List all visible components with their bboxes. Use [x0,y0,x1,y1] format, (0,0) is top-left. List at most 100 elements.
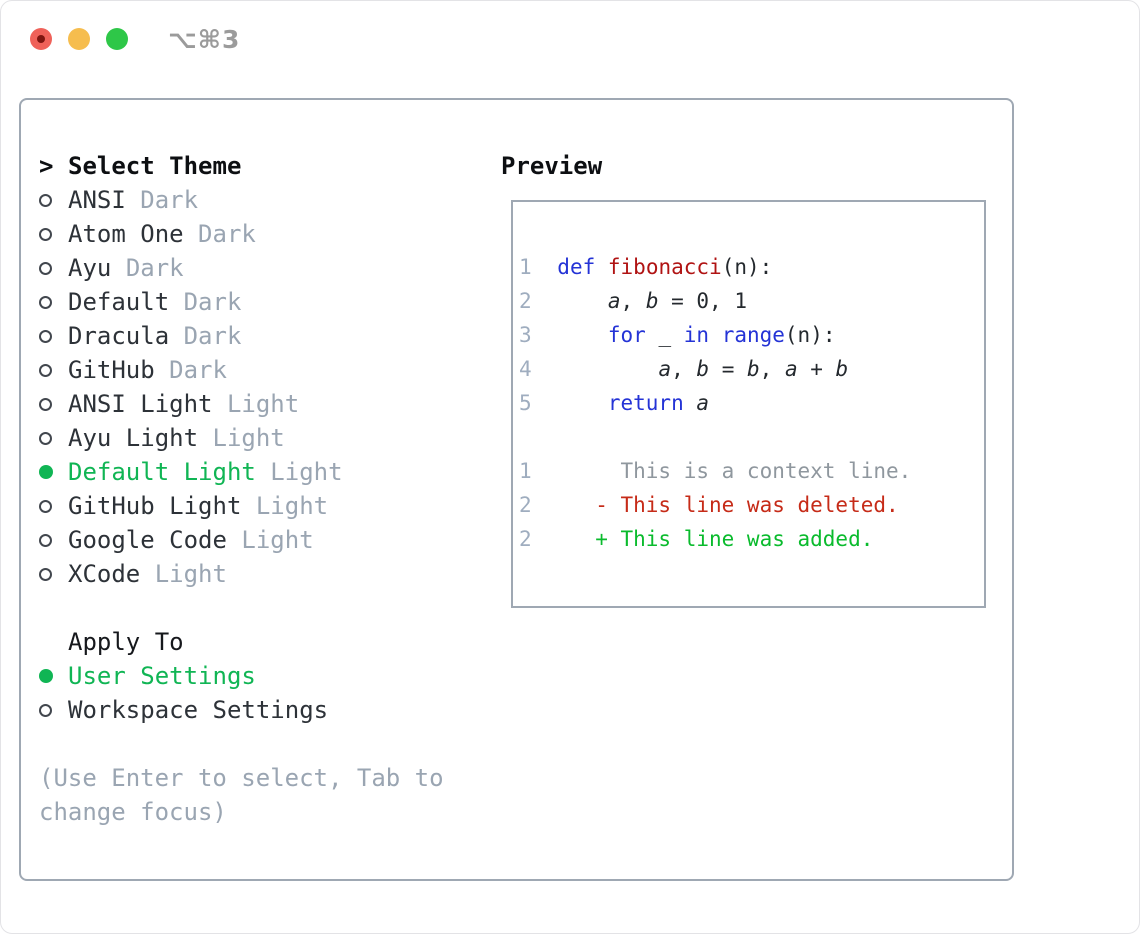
code-segment: = [709,357,747,381]
line-number: 2 [519,527,532,551]
radio-unselected-icon [39,431,52,445]
theme-name: XCode [68,560,141,588]
code-segment: , [759,357,785,381]
code-segment [532,323,608,347]
theme-option[interactable]: Google Code Light [39,523,444,557]
spacer [39,591,444,625]
code-segment: a [658,357,672,381]
radio-unselected-icon [39,363,52,377]
code-segment: + [797,357,836,381]
theme-name: ANSI Light [68,390,213,418]
selection-cursor: > [39,152,54,180]
theme-option-label: Dracula Dark [68,322,241,350]
theme-option[interactable]: GitHub Dark [39,353,444,387]
theme-option[interactable]: XCode Light [39,557,444,591]
select-theme-header: > Select Theme [39,149,444,183]
theme-name: Atom One [68,220,184,248]
theme-variant: Light [226,390,300,418]
code-segment [709,323,722,347]
theme-name: Default [68,288,170,316]
theme-variant: Light [154,560,227,588]
theme-option[interactable]: Default Light Light [39,455,444,489]
radio-icon [39,703,68,717]
theme-option[interactable]: Dracula Dark [39,319,444,353]
code-segment: b [696,357,710,381]
theme-variant: Dark [198,220,256,248]
code-line: 1 def fibonacci(n): [519,250,984,284]
radio-icon [39,397,68,411]
code-line: 2 - This line was deleted. [519,488,984,522]
theme-variant: Dark [125,254,184,282]
radio-icon [39,363,68,377]
apply-to-header: Apply To [39,625,444,659]
theme-variant: Dark [183,322,242,350]
theme-name: Ayu [68,254,112,282]
zoom-button[interactable] [106,28,128,50]
close-button[interactable] [30,28,52,50]
radio-unselected-icon [39,499,52,513]
code-segment: a [696,391,710,415]
code-segment: in [683,323,710,347]
theme-variant: Dark [140,186,199,214]
help-text-line: (Use Enter to select, Tab to [39,764,444,792]
theme-option-label: Google Code Light [68,526,314,554]
code-segment: b [835,357,849,381]
apply-option[interactable]: Workspace Settings [39,693,444,727]
theme-option[interactable]: ANSI Light Light [39,387,444,421]
code-line: 2 a, b = 0, 1 [519,284,984,318]
code-segment [532,289,608,313]
radio-unselected-icon [39,329,52,343]
line-number: 3 [519,323,532,347]
code-line: 3 for _ in range(n): [519,318,984,352]
code-segment: range [721,323,785,347]
theme-variant: Light [241,526,314,554]
minimize-button[interactable] [68,28,90,50]
line-number: 4 [519,357,532,381]
radio-selected-icon [39,465,53,479]
code-segment: def [557,255,596,279]
theme-name: Dracula [68,322,170,350]
radio-unselected-icon [39,567,52,581]
theme-name: GitHub Light [68,492,242,520]
theme-option-label: ANSI Light Light [68,390,299,418]
code-segment: = 0, 1 [658,289,747,313]
theme-option[interactable]: ANSI Dark [39,183,444,217]
theme-option-label: XCode Light [68,560,227,588]
radio-unselected-icon [39,261,52,275]
theme-option[interactable]: Default Dark [39,285,444,319]
code-segment [532,357,658,381]
theme-option[interactable]: Atom One Dark [39,217,444,251]
theme-name: Default Light [68,458,256,486]
theme-option[interactable]: Ayu Dark [39,251,444,285]
theme-option[interactable]: Ayu Light Light [39,421,444,455]
code-segment: a [784,357,798,381]
radio-icon [39,669,68,683]
theme-name: GitHub [68,356,155,384]
theme-name: Google Code [68,526,227,554]
line-number: 2 [519,289,532,313]
theme-variant: Dark [169,356,227,384]
apply-option-label: Workspace Settings [68,696,329,724]
code-segment: + This line was added. [532,527,874,551]
code-segment [684,391,697,415]
radio-icon [39,329,68,343]
window-title: ⌥⌘3 [168,24,241,54]
apply-option[interactable]: User Settings [39,659,444,693]
line-number: 5 [519,391,532,415]
code-segment: This is a context line. [532,459,912,483]
radio-icon [39,567,68,581]
theme-option-label: Default Light Light [68,458,343,486]
titlebar: ⌥⌘3 [30,25,240,54]
code-segment: - This line was deleted. [532,493,899,517]
radio-icon [39,227,68,241]
apply-option-label: User Settings [68,662,256,690]
radio-selected-icon [39,669,53,683]
code-line: 4 a, b = b, a + b [519,352,984,386]
theme-option[interactable]: GitHub Light Light [39,489,444,523]
theme-variant: Light [255,492,329,520]
